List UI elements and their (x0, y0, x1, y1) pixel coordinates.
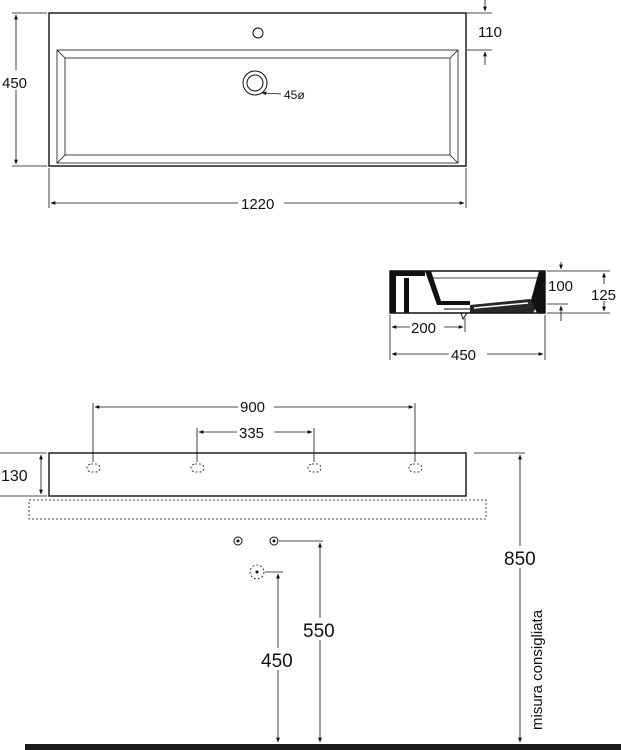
basin-outline-top (48, 12, 467, 167)
rim-height-label: 100 (548, 278, 573, 295)
tap-hole-icon (86, 463, 101, 473)
tap-spacing-inner-label: 335 (239, 425, 264, 442)
floor-line (25, 744, 621, 750)
install-height-label: 850 (504, 549, 536, 570)
tap-spacing-outer-label: 900 (240, 399, 265, 416)
basin-outline-front (48, 452, 467, 497)
tap-hole-icon (408, 463, 423, 473)
drain-icon (242, 70, 268, 96)
total-height-label: 125 (591, 287, 616, 304)
drain-height-label: 450 (261, 651, 293, 672)
top-view: 45ø 450 1220 110 (2, 0, 502, 213)
drain-diameter-label: 45ø (284, 88, 305, 102)
tap-hole-icon (252, 27, 264, 39)
side-depth-label: 450 (451, 347, 476, 364)
top-width-label: 1220 (241, 196, 274, 213)
cold-supply-icon (233, 536, 243, 546)
drain-offset-label: 200 (411, 320, 436, 337)
front-height-label: 130 (1, 468, 28, 485)
front-view: 900 335 130 550 4 (0, 397, 621, 750)
drain-outlet-icon (249, 564, 265, 580)
hot-supply-icon (269, 536, 279, 546)
tap-hole-icon (307, 463, 322, 473)
supply-height-label: 550 (303, 621, 335, 642)
bowl-outer-edge (56, 49, 459, 164)
install-note-label: misura consigliata (529, 609, 546, 730)
shelf-outline (28, 499, 487, 520)
bowl-inner-edge (64, 57, 451, 156)
tap-hole-icon (190, 463, 205, 473)
top-depth-label: 450 (2, 75, 27, 92)
tap-offset-label: 110 (478, 24, 502, 41)
side-view: 100 125 200 450 (389, 262, 621, 364)
